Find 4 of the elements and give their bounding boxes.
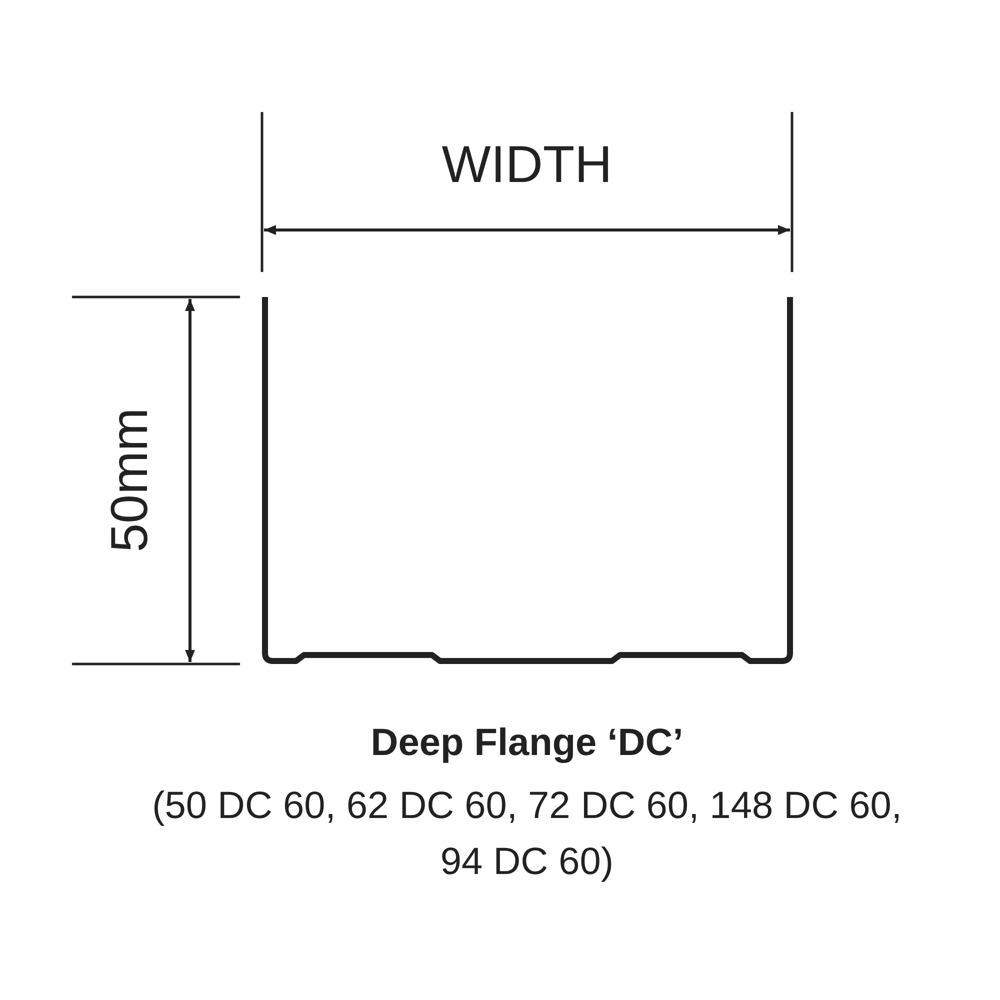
caption-title: Deep Flange ‘DC’ xyxy=(370,722,684,765)
model-list: (50 DC 60, 62 DC 60, 72 DC 60, 148 DC 60, 94 DC 60) xyxy=(147,778,907,890)
dimension-label: WIDTH xyxy=(440,135,614,195)
dimension-label: 50mm xyxy=(100,406,160,554)
